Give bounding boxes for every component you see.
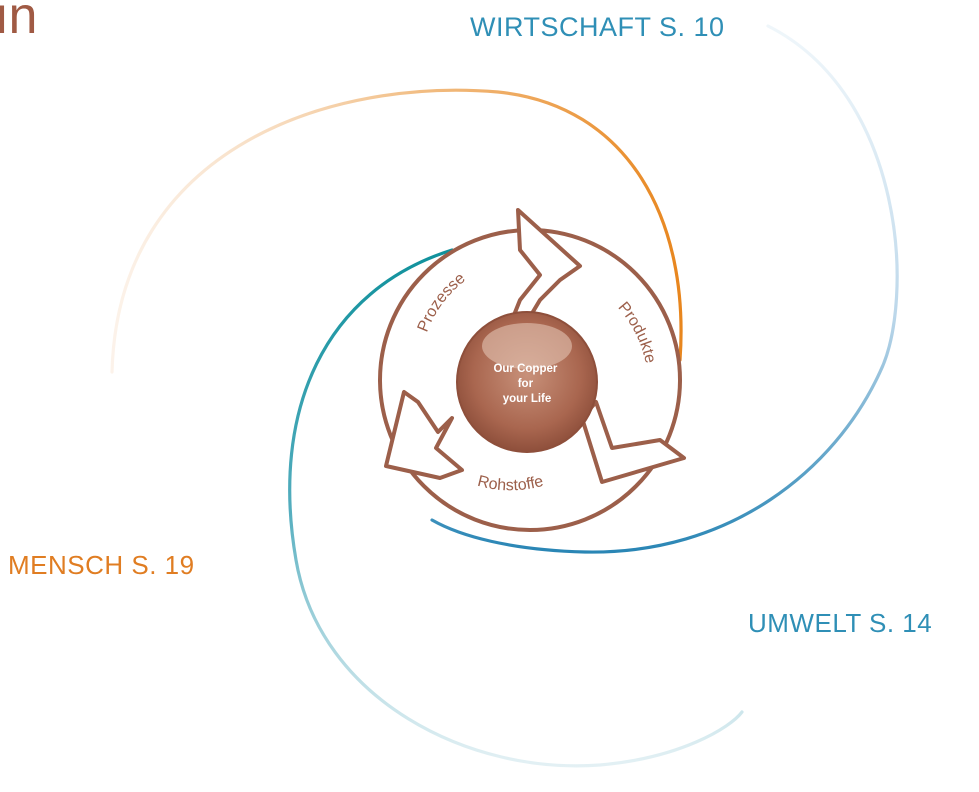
step-label-rohstoffe: Rohstoffe <box>476 473 545 494</box>
spiral-umwelt <box>430 24 899 554</box>
step-rohstoffe-path: Rohstoffe <box>476 473 545 494</box>
center-line-3: your Life <box>503 393 552 405</box>
spiral-mensch <box>288 248 744 768</box>
label-mensch: MENSCH S. 19 <box>8 550 195 580</box>
label-umwelt: UMWELT S. 14 <box>748 608 933 638</box>
heading-fragment: in <box>0 0 39 45</box>
cycle-arrow-right <box>580 400 686 484</box>
center-line-1: Our Copper <box>493 363 557 375</box>
center-line-2: for <box>518 378 534 390</box>
center-text: Our Copper for your Life <box>493 363 560 405</box>
cycle-arrow-left <box>384 390 464 480</box>
center-highlight <box>482 323 572 369</box>
label-wirtschaft: WIRTSCHAFT S. 10 <box>470 12 725 42</box>
spiral-wirtschaft <box>110 88 683 374</box>
